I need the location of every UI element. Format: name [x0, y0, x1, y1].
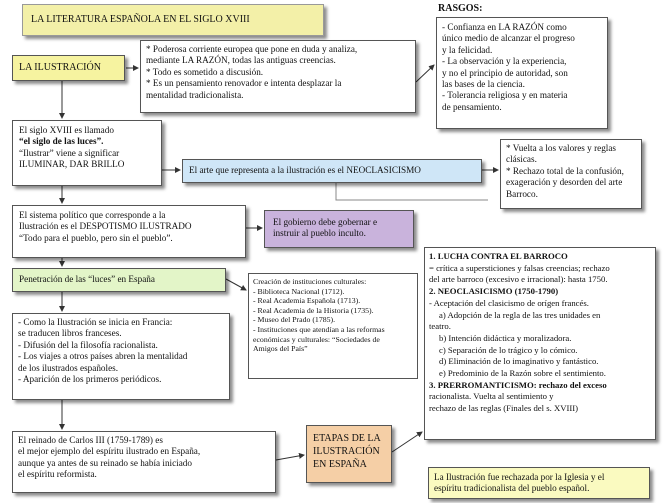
etapas-box: 1. LUCHA CONTRA EL BARROCO = crítica a s…: [424, 247, 656, 440]
instituciones-box: Creación de instituciones culturales: - …: [248, 273, 418, 379]
como-box: - Como la Ilustración se inicia en Franc…: [12, 313, 230, 400]
neoclasicismo-box: * Vuelta a los valores y reglas clásicas…: [500, 139, 642, 209]
rasgos-box: - Confianza en LA RAZÓN como único medio…: [436, 17, 608, 129]
rasgos-label: RASGOS:: [438, 3, 483, 14]
rechazada-box: La Ilustración fue rechazada por la Igle…: [428, 467, 650, 499]
main-title: LA LITERATURA ESPAÑOLA EN EL SIGLO XVIII: [22, 4, 324, 36]
etapas-label-box: ETAPAS DE LA ILUSTRACIÓN EN ESPAÑA: [306, 425, 392, 483]
arte-box: El arte que representa a la ilustración …: [182, 159, 482, 183]
sistema-box: El sistema político que corresponde a la…: [12, 205, 246, 258]
gobierno-box: El gobierno debe gobernar e instruir al …: [264, 210, 414, 248]
siglo-box: El siglo XVIII es llamado “el siglo de l…: [12, 120, 162, 186]
penetracion-box: Penetración de las “luces” en España: [12, 268, 226, 292]
poderosa-box: * Poderosa corriente europea que pone en…: [140, 40, 416, 113]
ilustracion-box: LA ILUSTRACIÓN: [12, 55, 125, 81]
reinado-box: El reinado de Carlos III (1759-1789) es …: [12, 431, 276, 493]
